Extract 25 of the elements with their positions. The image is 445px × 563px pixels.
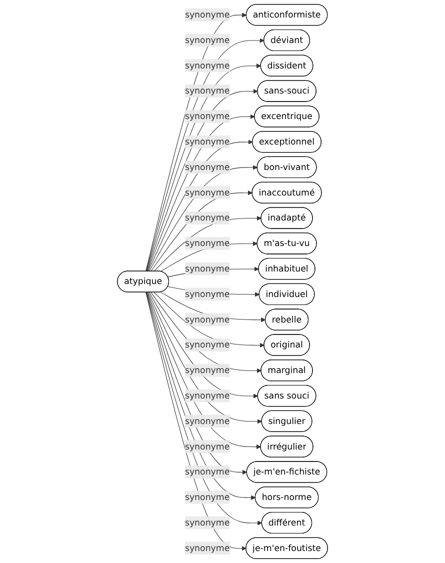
edge-label: synonyme xyxy=(184,86,230,96)
edge-label: synonyme xyxy=(184,314,230,324)
arrow xyxy=(148,292,258,398)
edge-label: synonyme xyxy=(184,288,230,300)
edge-label: synonyme xyxy=(184,187,230,198)
arrow xyxy=(154,292,264,348)
edge-label: synonyme xyxy=(184,162,230,172)
edge-label: synonyme xyxy=(184,263,230,274)
edge-label: synonyme xyxy=(184,542,230,554)
edge-label: synonyme xyxy=(184,9,230,20)
edge-label: synonyme xyxy=(184,390,230,401)
edge-label: synonyme xyxy=(184,492,230,502)
edge-label: synonyme xyxy=(184,441,230,452)
edge-label: synonyme xyxy=(184,34,230,46)
edge-label: synonyme xyxy=(184,136,230,147)
arrow xyxy=(150,292,262,373)
edge-label: synonyme xyxy=(184,238,230,248)
edge-label: synonyme xyxy=(184,111,230,122)
edge-label: synonyme xyxy=(184,364,230,376)
edge-label: synonyme xyxy=(184,466,230,477)
edge-label: synonyme xyxy=(184,416,230,426)
edge-label: synonyme xyxy=(184,340,230,350)
edge-label: synonyme xyxy=(184,212,230,223)
edge-label: synonyme xyxy=(184,60,230,71)
edge-label: synonyme xyxy=(184,517,230,528)
